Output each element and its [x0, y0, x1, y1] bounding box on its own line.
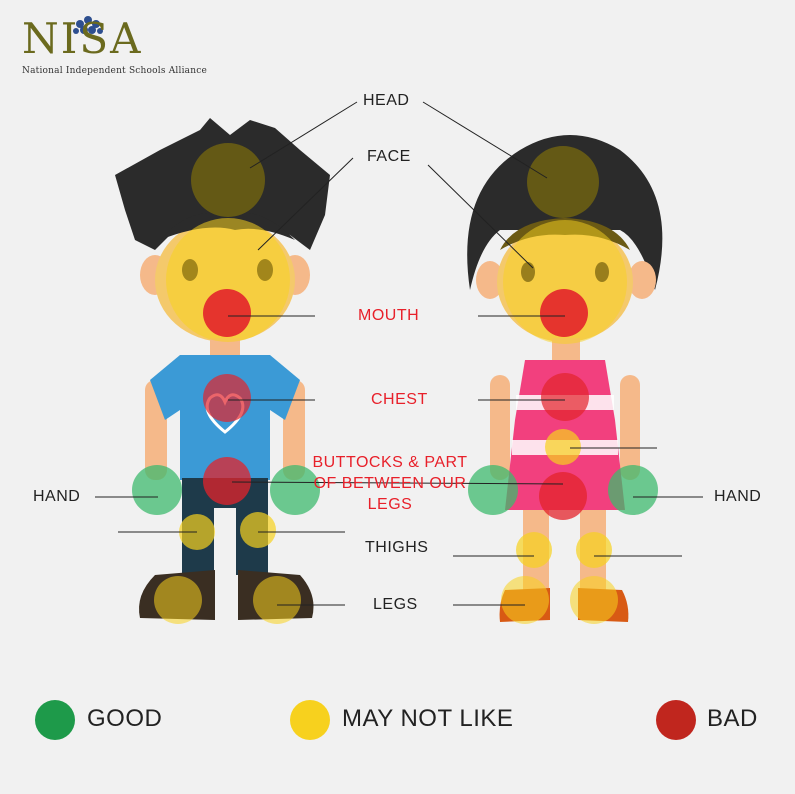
- boy-hand-right-zone: [270, 465, 320, 515]
- logo-tree-leaf: [92, 20, 100, 28]
- boy-chest-zone: [203, 374, 251, 422]
- logo-tree-leaf: [73, 28, 79, 34]
- legend-bad-label: BAD: [707, 705, 758, 732]
- logo-wordmark: NISA: [22, 14, 143, 63]
- label-hand-right: HAND: [714, 488, 762, 505]
- label-thighs: THIGHS: [365, 539, 429, 556]
- leader-lines: [95, 101, 703, 606]
- label-legs: LEGS: [373, 596, 418, 613]
- girl-ear-right: [628, 261, 656, 299]
- logo-tree-leaf: [97, 28, 103, 34]
- girl-leg-left-zone: [501, 576, 549, 624]
- label-head: HEAD: [363, 92, 410, 109]
- boy-hand-left-zone: [132, 465, 182, 515]
- leader-face-boy: [257, 157, 354, 251]
- legend-may-not-like-label: MAY NOT LIKE: [342, 705, 514, 732]
- leader-head-girl: [422, 101, 548, 179]
- girl-belly-zone: [545, 429, 581, 465]
- logo-tree-leaf: [88, 26, 96, 34]
- boy-thigh-right-zone: [240, 512, 276, 548]
- logo-tree-leaf: [76, 20, 84, 28]
- legend-good-dot: [35, 700, 75, 740]
- logo-tree-leaf: [84, 16, 92, 24]
- boy-leg-right-zone: [253, 576, 301, 624]
- girl-ear-left: [476, 261, 504, 299]
- girl-head-zone: [527, 146, 599, 218]
- label-face: FACE: [367, 148, 411, 165]
- label-mouth: MOUTH: [358, 307, 420, 324]
- label-chest: CHEST: [371, 391, 428, 408]
- girl-thigh-left-zone: [516, 532, 552, 568]
- girl-thigh-right-zone: [576, 532, 612, 568]
- logo-subtitle: National Independent Schools Alliance: [22, 66, 208, 76]
- girl-leg-right-zone: [570, 576, 618, 624]
- leader-buttocks: [231, 481, 564, 485]
- boy-neck: [210, 338, 240, 360]
- boy-buttocks-zone: [203, 457, 251, 505]
- girl-mouth-zone: [540, 289, 588, 337]
- boy-mouth-zone: [203, 289, 251, 337]
- legend-bad-dot: [656, 700, 696, 740]
- boy-leg-left-zone: [154, 576, 202, 624]
- leader-head-boy: [249, 101, 358, 169]
- girl-hand-right-zone: [608, 465, 658, 515]
- girl-arm-right: [620, 375, 640, 480]
- girl-hand-left-zone: [468, 465, 518, 515]
- label-buttocks: BUTTOCKS & PART OF BETWEEN OUR LEGS: [312, 454, 468, 513]
- logo-tree-icon: [73, 16, 103, 34]
- girl-arm-left: [490, 375, 510, 480]
- legend-good-label: GOOD: [87, 705, 163, 732]
- leader-face-girl: [427, 164, 534, 269]
- girl-chest-zone: [541, 373, 589, 421]
- girl-face-zone: [503, 220, 627, 344]
- girl-buttocks-zone: [539, 472, 587, 520]
- legend-may-not-like-dot: [290, 700, 330, 740]
- label-hand-left: HAND: [33, 488, 81, 505]
- logo-tree-leaf: [80, 26, 88, 34]
- boy-head-zone: [191, 143, 265, 217]
- girl-zones: [468, 146, 658, 624]
